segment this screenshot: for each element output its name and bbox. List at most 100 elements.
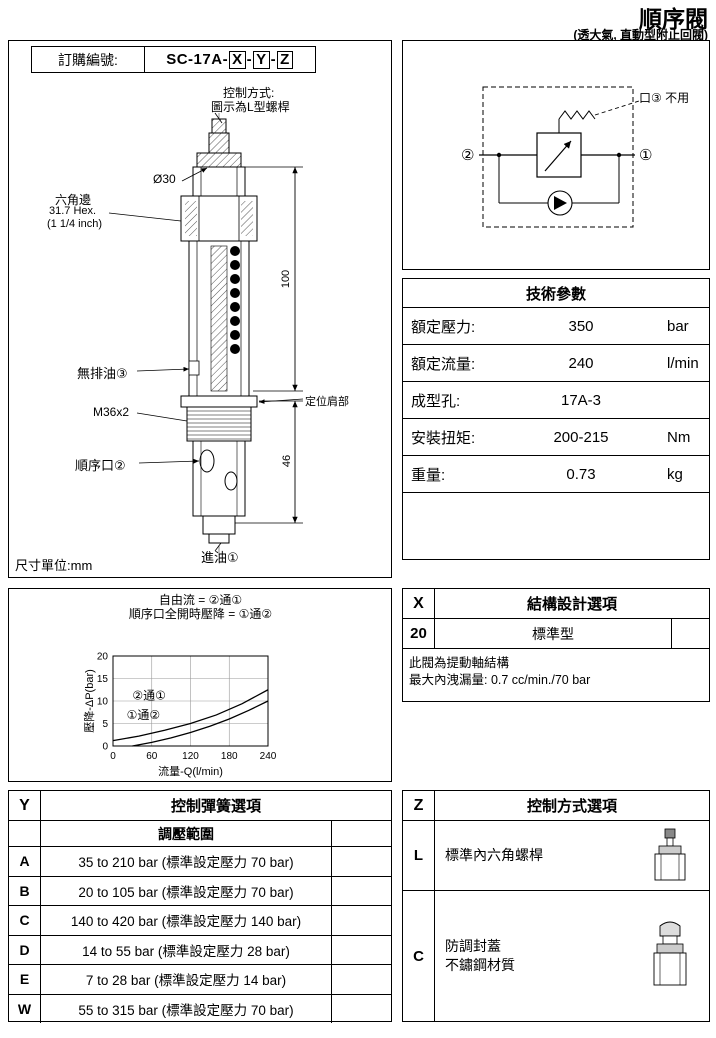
schematic-port2-label: ② [461, 147, 475, 164]
svg-text:15: 15 [97, 674, 109, 685]
tech-unit: bar [667, 317, 689, 335]
y-row-label: 35 to 210 bar (標準設定壓力 70 bar) [78, 855, 294, 871]
x-row-label: 標準型 [532, 625, 574, 642]
svg-text:20: 20 [97, 652, 109, 663]
y-row-code: C [9, 906, 41, 935]
table-row: L 標準內六角螺桿 [403, 821, 709, 891]
port1-label: 進油① [201, 550, 239, 565]
valve-cross-section-drawing [108, 112, 304, 561]
y-row-code: E [9, 965, 41, 994]
y-row-label: 14 to 55 bar (標準設定壓力 28 bar) [82, 943, 290, 959]
svg-text:自由流 = ②通①: 自由流 = ②通① [159, 593, 242, 607]
y-row-code: D [9, 935, 41, 964]
y-row-code: B [9, 876, 41, 905]
svg-text:60: 60 [146, 751, 158, 762]
order-code-prefix: SC-17A- [166, 51, 229, 68]
svg-text:0: 0 [110, 751, 116, 762]
table-row: 成型孔: 17A-3 [403, 382, 709, 419]
tech-value: 200-215 [553, 428, 609, 446]
tech-value: 17A-3 [560, 391, 602, 409]
order-code-x: X [229, 50, 246, 69]
y-options-table: Y 控制彈簧選項 調壓範圍 A 35 to 210 bar (標準設定壓力 70… [8, 790, 392, 1023]
svg-text:順序口全開時壓降 = ①通②: 順序口全開時壓降 = ①通② [129, 606, 272, 621]
z-table-header-row: Z 控制方式選項 [403, 791, 709, 821]
table-row: 20 標準型 [403, 619, 709, 649]
hex-label-line2: 31.7 Hex. [49, 205, 97, 217]
svg-text:②通①: ②通① [132, 689, 166, 703]
hex-label-line3: (1 1/4 inch) [47, 218, 103, 230]
thread-label: M36x2 [93, 405, 130, 419]
z-row-label-line2: 不鏽鋼材質 [445, 957, 515, 973]
dimension-46-label: 46 [281, 454, 294, 468]
tech-label: 成型孔: [411, 392, 461, 410]
svg-text:流量-Q(l/min): 流量-Q(l/min) [158, 764, 223, 778]
y-table-rows: A 35 to 210 bar (標準設定壓力 70 bar) B 20 to … [9, 847, 391, 1023]
port2-label: 順序口② [75, 458, 126, 473]
tech-label: 安裝扭矩: [411, 429, 476, 447]
x-table-notes: 此閥為提動軸結構 最大內洩漏量: 0.7 cc/min./70 bar [403, 649, 709, 689]
y-row-label: 140 to 420 bar (標準設定壓力 140 bar) [70, 914, 302, 930]
technical-parameters-table: 技術參數 額定壓力: 350 bar 額定流量: 240 l/min 成型孔: … [402, 278, 710, 560]
table-row: 重量: 0.73 kg [403, 456, 709, 493]
port3-label: 無排油③ [77, 366, 128, 381]
table-row: D 14 to 55 bar (標準設定壓力 28 bar) [9, 935, 391, 965]
z-row-label-line1: 標準內六角螺桿 [445, 847, 543, 863]
schematic-port3-note: 口③ 不用 [639, 91, 690, 105]
schematic-port1-label: ① [639, 147, 653, 164]
tech-label: 重量: [411, 466, 446, 484]
order-code-sep1: - [246, 51, 253, 68]
diameter-label: Ø30 [153, 172, 176, 186]
z-row-code: C [403, 891, 435, 1021]
tech-label: 額定流量: [411, 355, 476, 373]
z-table-key: Z [403, 791, 435, 820]
x-table-header-row: X 結構設計選項 [403, 589, 709, 619]
tech-value: 350 [568, 317, 594, 335]
x-note-line1: 此閥為提動軸結構 [409, 656, 510, 670]
order-number-label: 訂購編號: [32, 47, 145, 72]
table-row: 額定流量: 240 l/min [403, 345, 709, 382]
table-row: C 140 to 420 bar (標準設定壓力 140 bar) [9, 906, 391, 936]
z-table-title: 控制方式選項 [526, 798, 617, 815]
y-row-code: W [9, 994, 41, 1023]
y-row-label: 55 to 315 bar (標準設定壓力 70 bar) [78, 1002, 294, 1018]
svg-text:①通②: ①通② [127, 708, 161, 722]
z-row-label: 標準內六角螺桿 [435, 821, 631, 890]
drawing-panel: 訂購編號: SC-17A-X-Y-Z [8, 40, 392, 578]
order-number-box: 訂購編號: SC-17A-X-Y-Z [31, 46, 316, 73]
table-row: E 7 to 28 bar (標準設定壓力 14 bar) [9, 965, 391, 995]
dimension-unit-note: 尺寸單位:mm [15, 558, 93, 573]
tech-unit: Nm [667, 428, 691, 446]
table-row: A 35 to 210 bar (標準設定壓力 70 bar) [9, 847, 391, 877]
control-method-label-line2: 圖示為L型螺桿 [211, 100, 290, 114]
hex-screw-adjust-icon [654, 828, 686, 880]
page-title: 順序閥 [639, 6, 708, 32]
y-table-subheader: 調壓範圍 [158, 825, 214, 842]
y-row-label: 7 to 28 bar (標準設定壓力 14 bar) [85, 973, 287, 989]
order-code: SC-17A-X-Y-Z [145, 47, 315, 72]
z-row-label: 防調封蓋 不鏽鋼材質 [435, 891, 631, 1021]
y-row-label: 20 to 105 bar (標準設定壓力 70 bar) [78, 884, 294, 900]
y-row-code: A [9, 847, 41, 876]
order-code-z: Z [277, 50, 293, 69]
page-subtitle: (透大氣, 直動型附止回閥) [573, 28, 708, 42]
dimension-100-label: 100 [280, 269, 293, 289]
hex-label-line1: 六角邊 [55, 193, 92, 207]
y-table-title: 控制彈簧選項 [170, 798, 261, 815]
table-row: C 防調封蓋 不鏽鋼材質 [403, 891, 709, 1021]
table-row: W 55 to 315 bar (標準設定壓力 70 bar) [9, 994, 391, 1023]
x-note-line2: 最大內洩漏量: 0.7 cc/min./70 bar [409, 673, 591, 687]
svg-text:壓降-ΔP(bar): 壓降-ΔP(bar) [82, 669, 96, 733]
x-options-table: X 結構設計選項 20 標準型 此閥為提動軸結構 最大內洩漏量: 0.7 cc/… [402, 588, 710, 702]
tech-table-header: 技術參數 [403, 279, 709, 308]
y-table-header-row: Y 控制彈簧選項 [9, 791, 391, 821]
z-row-code: L [403, 821, 435, 890]
hydraulic-schematic-panel: 口③ 不用 ② ① [402, 40, 710, 270]
svg-text:120: 120 [182, 751, 199, 762]
svg-text:5: 5 [102, 719, 108, 730]
tamper-proof-cap-icon [653, 921, 687, 986]
z-row-label-line1: 防調封蓋 [445, 938, 501, 954]
svg-text:240: 240 [260, 751, 277, 762]
tech-value: 240 [568, 354, 594, 372]
